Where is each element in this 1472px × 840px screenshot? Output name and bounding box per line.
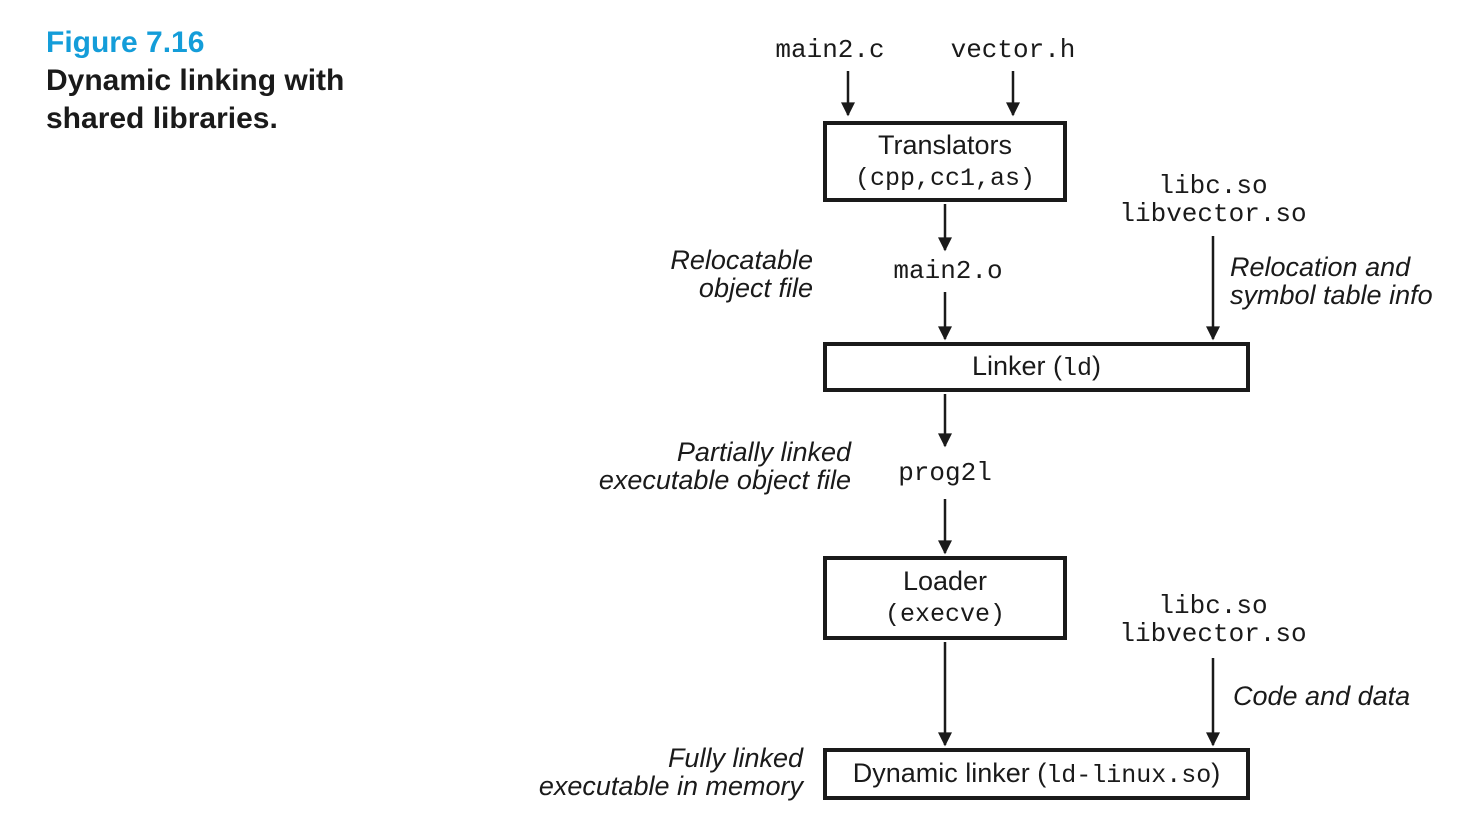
reloc-info-line2: symbol table info: [1230, 280, 1433, 310]
partially-linked-line2: executable object file: [598, 465, 851, 495]
loader-title: Loader: [902, 566, 988, 596]
loader-box: Loader (execve): [823, 556, 1067, 640]
partially-linked-line1: Partially linked: [676, 437, 851, 467]
shared-libs-bottom-line1: libc.so: [1158, 591, 1268, 621]
linker-title: Linker (ld): [972, 349, 1101, 386]
partial-exe-label: prog2l: [898, 458, 992, 488]
linker-command: ld: [1062, 353, 1093, 383]
dynamic-linker-prefix: Dynamic linker (: [852, 757, 1047, 788]
fully-linked-line2: executable in memory: [538, 771, 803, 801]
reloc-info-label: Relocation and symbol table info: [1230, 253, 1433, 309]
figure-number: Figure 7.16: [46, 26, 205, 59]
linker-title-prefix: Linker (: [971, 350, 1062, 381]
figure-caption: Figure 7.16 Dynamic linking with shared …: [46, 24, 446, 138]
dynamic-linker-suffix: ): [1211, 757, 1221, 788]
relocatable-label-line1: Relocatable: [670, 245, 813, 275]
dynamic-linker-box: Dynamic linker (ld-linux.so): [823, 748, 1250, 800]
shared-libs-top-line1: libc.so: [1158, 171, 1268, 201]
relocatable-file-label: main2.o: [893, 256, 1003, 286]
relocatable-label-line2: object file: [698, 273, 813, 303]
shared-libs-bottom-label: libc.so libvector.so: [1119, 592, 1306, 648]
linker-box: Linker (ld): [823, 342, 1250, 392]
fully-linked-line1: Fully linked: [667, 743, 803, 773]
code-and-data-label: Code and data: [1233, 681, 1411, 711]
dynamic-linker-title: Dynamic linker (ld-linux.so): [853, 756, 1221, 793]
relocatable-object-file-label: Relocatable object file: [670, 246, 813, 302]
source-file-label: main2.c: [775, 35, 885, 65]
dynamic-linker-command: ld-linux.so: [1046, 760, 1212, 790]
linker-title-suffix: ): [1092, 350, 1102, 381]
reloc-info-line1: Relocation and: [1230, 252, 1411, 282]
header-file-label: vector.h: [950, 35, 1076, 65]
shared-libs-bottom-line2: libvector.so: [1119, 619, 1307, 649]
translators-box: Translators (cpp,cc1,as): [823, 121, 1067, 202]
shared-libs-top-line2: libvector.so: [1119, 199, 1307, 229]
partially-linked-label: Partially linked executable object file: [599, 438, 851, 494]
shared-libs-top-label: libc.so libvector.so: [1119, 172, 1306, 228]
translators-tools: (cpp,cc1,as): [854, 163, 1036, 193]
figure-title-line1: Dynamic linking with: [46, 64, 345, 97]
figure-title-line2: shared libraries.: [46, 102, 278, 135]
fully-linked-label: Fully linked executable in memory: [539, 744, 803, 800]
loader-syscall: (execve): [884, 600, 1006, 629]
translators-title: Translators: [877, 129, 1013, 160]
